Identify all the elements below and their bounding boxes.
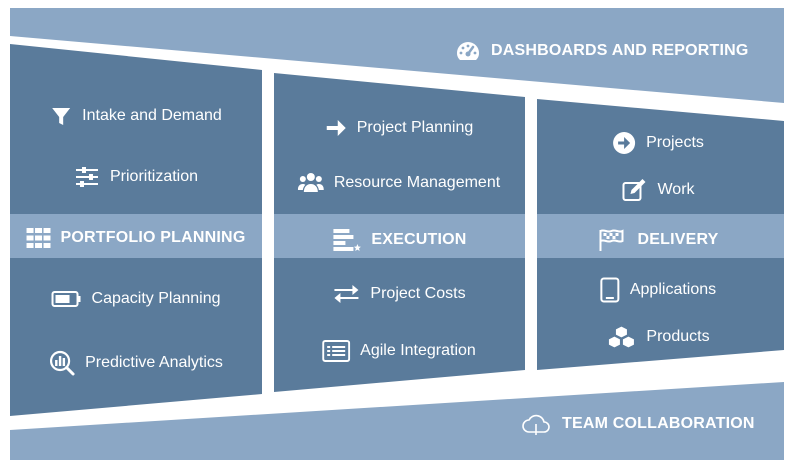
products-item: Products [606, 325, 710, 349]
predictive-analytics-label: Predictive Analytics [85, 354, 223, 371]
applications-label: Applications [629, 281, 717, 298]
prioritization-label: Prioritization [109, 168, 199, 185]
products-label: Products [646, 328, 710, 345]
agile-integration-label: Agile Integration [360, 342, 476, 359]
cubes-icon [606, 325, 636, 349]
delivery-header-band [537, 214, 784, 258]
tablet-icon [600, 277, 620, 303]
capacity-planning-item: Capacity Planning [51, 290, 221, 308]
predictive-analytics-item: Predictive Analytics [49, 350, 223, 376]
project-costs-label: Project Costs [370, 285, 466, 302]
gantt-icon [331, 228, 361, 252]
sliders-icon [74, 166, 100, 188]
portfolio-planning-header: PORTFOLIO PLANNING [26, 228, 246, 248]
bottom-banner-shape [10, 382, 784, 460]
dashboards-reporting-label: DASHBOARDS AND REPORTING [491, 42, 749, 59]
project-costs-item: Project Costs [332, 284, 466, 304]
top-banner-shape [10, 8, 784, 103]
agile-integration-item: Agile Integration [322, 340, 476, 362]
team-collaboration-banner: TEAM COLLABORATION [520, 412, 755, 436]
applications-item: Applications [600, 277, 716, 303]
portfolio-planning-label: PORTFOLIO PLANNING [60, 229, 246, 246]
project-planning-label: Project Planning [356, 119, 474, 136]
prioritization-item: Prioritization [74, 166, 198, 188]
dashboard-gauge-icon [455, 40, 481, 62]
team-collaboration-label: TEAM COLLABORATION [562, 415, 755, 432]
battery-icon [51, 290, 82, 308]
projects-item: Projects [612, 131, 704, 155]
execution-label: EXECUTION [371, 231, 467, 248]
arrow-right-icon [325, 118, 347, 138]
cloud-icon [520, 412, 552, 436]
work-item: Work [621, 178, 695, 202]
funnel-icon [50, 105, 72, 127]
execution-header-band [274, 214, 525, 258]
analytics-magnifier-icon [49, 350, 75, 376]
list-window-icon [322, 340, 351, 362]
exchange-arrows-icon [332, 284, 360, 304]
projects-label: Projects [646, 134, 704, 151]
project-planning-item: Project Planning [325, 118, 474, 138]
execution-header: EXECUTION [331, 228, 466, 252]
dashboards-reporting-banner: DASHBOARDS AND REPORTING [455, 40, 749, 62]
resource-management-item: Resource Management [297, 172, 501, 194]
circle-arrow-icon [612, 131, 636, 155]
grid-icon [26, 228, 51, 248]
resource-management-label: Resource Management [333, 174, 501, 191]
delivery-header: DELIVERY [597, 228, 718, 252]
people-icon [297, 172, 324, 194]
delivery-label: DELIVERY [637, 231, 719, 248]
edit-icon [621, 178, 647, 202]
intake-demand-item: Intake and Demand [50, 105, 222, 127]
flags-icon [597, 228, 627, 252]
work-label: Work [657, 181, 695, 198]
capacity-planning-label: Capacity Planning [91, 290, 221, 307]
intake-demand-label: Intake and Demand [82, 107, 222, 124]
portfolio-header-band [10, 214, 262, 258]
